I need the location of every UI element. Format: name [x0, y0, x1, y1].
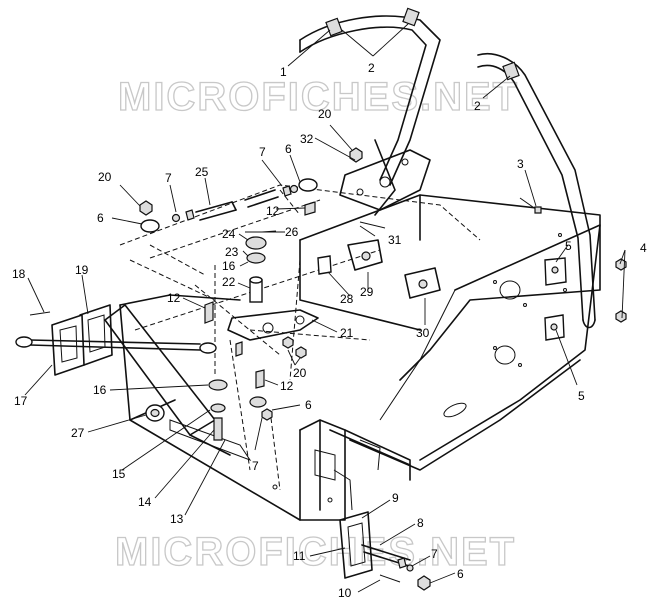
callout-16-low: 16 [93, 383, 107, 397]
callout-2-top: 2 [368, 61, 375, 75]
callout-20-top: 20 [318, 107, 332, 121]
callout-5-top: 5 [565, 239, 572, 253]
callout-4: 4 [640, 241, 647, 255]
callout-20-low: 20 [293, 366, 307, 380]
callout-7-left: 7 [165, 171, 172, 185]
callout-26: 26 [285, 225, 299, 239]
callout-7-mid: 7 [252, 459, 259, 473]
callout-6-top: 6 [285, 142, 292, 156]
callout-31: 31 [388, 233, 402, 247]
callout-13: 13 [170, 512, 184, 526]
callout-12-low: 12 [280, 379, 294, 393]
callout-27: 27 [71, 426, 85, 440]
callout-15: 15 [112, 467, 126, 481]
callout-23: 23 [225, 245, 239, 259]
callout-9: 9 [392, 491, 399, 505]
leader-lines [24, 23, 626, 593]
callout-28: 28 [340, 292, 354, 306]
callout-11: 11 [293, 549, 306, 563]
callout-1: 1 [280, 65, 287, 79]
roll-bars [299, 7, 596, 329]
callout-7-top: 7 [259, 145, 266, 159]
callout-14: 14 [138, 495, 152, 509]
callout-32: 32 [300, 132, 314, 146]
callout-2-right: 2 [474, 99, 481, 113]
linkage-hardware [15, 147, 627, 591]
callout-30: 30 [416, 326, 430, 340]
callout-12-top: 12 [266, 204, 280, 218]
callout-labels: 1 2 2 3 4 5 5 6 6 6 6 7 7 7 7 8 9 10 11 … [12, 61, 647, 600]
callout-24: 24 [222, 227, 236, 241]
callout-21: 21 [340, 326, 354, 340]
callout-18: 18 [12, 267, 26, 281]
callout-10: 10 [338, 586, 352, 600]
callout-8: 8 [417, 516, 424, 530]
callout-17: 17 [14, 394, 28, 408]
callout-16-top: 16 [222, 259, 236, 273]
callout-5-bottom: 5 [578, 389, 585, 403]
callout-12-mid: 12 [167, 291, 181, 305]
callout-20-left: 20 [98, 170, 112, 184]
callout-29: 29 [360, 285, 374, 299]
callout-6-mid: 6 [305, 398, 312, 412]
watermark-top: MICROFICHES.NET [118, 75, 519, 119]
callout-6-left: 6 [97, 211, 104, 225]
watermark-bottom: MICROFICHES.NET [115, 530, 516, 574]
callout-7-bottom: 7 [431, 547, 438, 561]
callout-3: 3 [517, 157, 524, 171]
callout-19: 19 [75, 263, 89, 277]
callout-22: 22 [222, 275, 236, 289]
callout-25: 25 [195, 165, 209, 179]
frame-assembly [104, 184, 601, 521]
callout-6-bottom: 6 [457, 567, 464, 581]
